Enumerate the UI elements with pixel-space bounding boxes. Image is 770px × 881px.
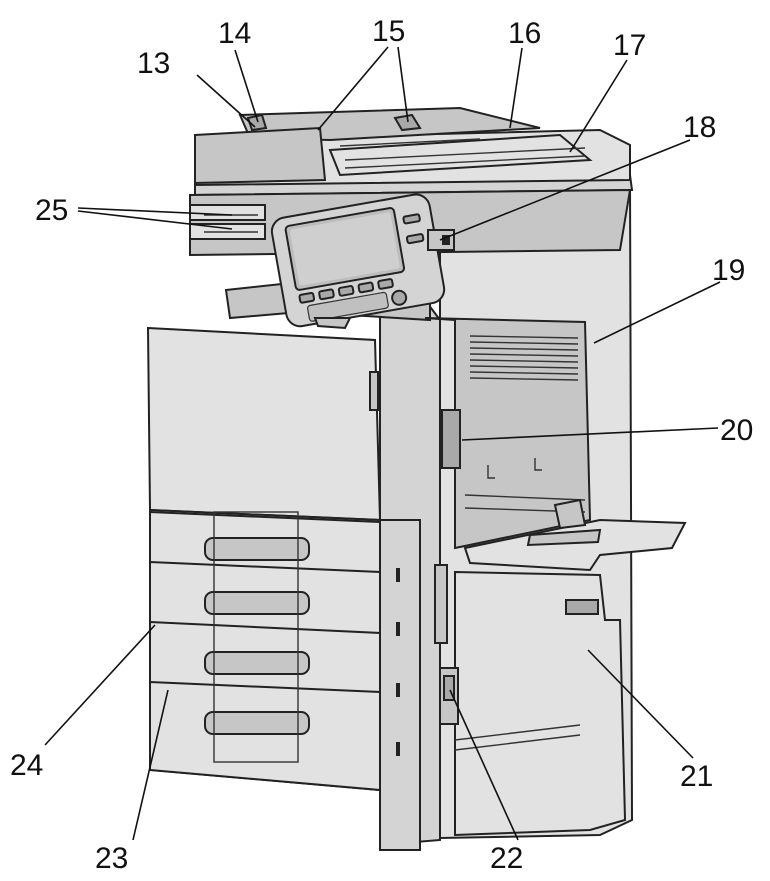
- front-door-latch: [369, 371, 379, 411]
- callout-24: 24: [10, 749, 43, 782]
- leader-14: [234, 49, 259, 123]
- callout-18: 18: [683, 111, 716, 144]
- callout-20: 20: [720, 414, 753, 447]
- panel-btn-3: [337, 285, 355, 297]
- bypass-tray-support: [553, 498, 587, 530]
- adf-lever: [246, 113, 268, 132]
- bypass-tray: [463, 518, 687, 572]
- panel-btn-4: [357, 281, 375, 294]
- side-slot-1: [396, 568, 400, 582]
- leader-19: [593, 281, 721, 344]
- leader-20: [461, 427, 719, 441]
- drawer-face-4: [149, 680, 381, 792]
- adf-guide: [393, 113, 422, 132]
- right-door-lever: [441, 409, 461, 469]
- callout-23: 23: [95, 842, 128, 875]
- control-panel: [270, 193, 446, 328]
- callout-labels: 13 14 15 16 17 18 19 20 21 22 23 24 25: [10, 15, 753, 875]
- copier-illustration: [146, 106, 687, 851]
- usb-port: [442, 235, 450, 245]
- tray-handle-3: [204, 651, 310, 675]
- callout-13: 13: [137, 47, 170, 80]
- panel-btn-1: [298, 291, 316, 304]
- side-slot-2: [396, 622, 400, 636]
- start-key: [391, 289, 408, 306]
- lower-right-panel: [454, 570, 627, 837]
- side-key-1: [402, 213, 421, 225]
- leader-16: [509, 47, 523, 129]
- keypad: [307, 291, 389, 322]
- release-lever: [565, 599, 599, 615]
- front-door: [146, 326, 382, 522]
- panel-btn-5: [377, 278, 394, 290]
- leader-25b: [77, 210, 233, 230]
- tray-handle-2: [204, 591, 310, 615]
- callout-16: 16: [508, 17, 541, 50]
- side-bar: [434, 564, 448, 644]
- tray-handle-4: [204, 711, 310, 735]
- inner-bracket: [487, 458, 542, 479]
- right-door: [424, 317, 592, 550]
- tray-handle-1: [204, 537, 310, 561]
- leader-24: [44, 624, 156, 746]
- leader-17: [569, 59, 628, 153]
- card-slot-upper: [189, 204, 266, 221]
- leader-18: [439, 139, 691, 241]
- side-slot-4: [396, 742, 400, 756]
- leader-22: [449, 689, 519, 841]
- callout-19: 19: [712, 254, 745, 287]
- panel-btn-2: [318, 288, 335, 301]
- bypass-tray-guide: [526, 528, 602, 547]
- side-slot-3: [396, 683, 400, 697]
- leader-15b: [397, 46, 409, 123]
- callout-22: 22: [490, 842, 523, 875]
- leader-lines: [44, 46, 721, 841]
- leader-15a: [317, 46, 389, 131]
- adf-lines: [339, 138, 586, 169]
- callout-15: 15: [372, 15, 405, 48]
- leader-13: [196, 74, 256, 128]
- tray-guide: [213, 511, 299, 763]
- panel-arm: [313, 317, 352, 330]
- power-switch: [443, 675, 455, 701]
- leader-25a: [77, 207, 233, 216]
- vent-grille: [469, 335, 579, 381]
- side-key-2: [405, 233, 425, 245]
- callout-17: 17: [613, 29, 646, 62]
- callout-14: 14: [218, 17, 251, 50]
- screen-glare: [290, 212, 400, 286]
- adf-cover-left: [194, 126, 327, 185]
- leader-21: [587, 649, 694, 759]
- callout-21: 21: [680, 760, 713, 793]
- leader-23: [132, 689, 169, 841]
- callout-25: 25: [35, 194, 68, 227]
- paper-trays: [149, 508, 381, 792]
